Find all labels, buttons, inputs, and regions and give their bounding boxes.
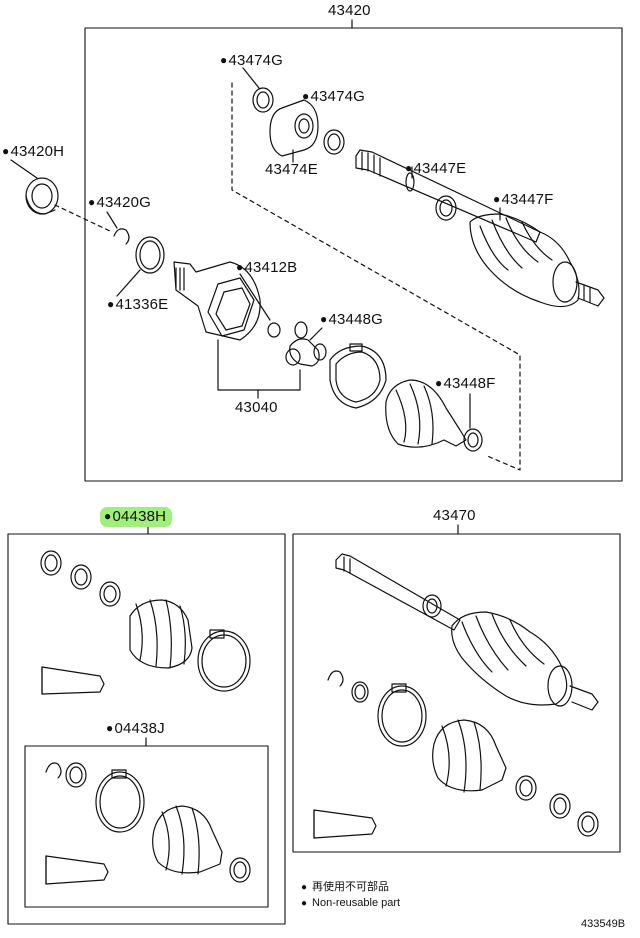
part-43470-rings — [515, 775, 599, 837]
label-41336e[interactable]: 41336E — [107, 297, 168, 313]
part-43470-clip — [327, 670, 344, 687]
kit-04438j-clip — [45, 762, 62, 779]
label-43420: 43420 — [328, 2, 371, 19]
part-43448g — [329, 343, 387, 409]
part-41336e — [135, 236, 165, 274]
label-43447f[interactable]: 43447F — [493, 192, 554, 208]
kit-04438j-ring-b — [229, 857, 251, 883]
label-43412b[interactable]: 43412B — [236, 260, 297, 276]
bullet-icon: ● — [301, 898, 308, 909]
label-43448f[interactable]: 43448F — [435, 376, 496, 392]
dashed-guides — [54, 82, 521, 471]
legend-line-1: ● 再使用不可部品 — [301, 881, 389, 894]
label-text: 04438H — [112, 508, 167, 525]
part-43412b — [267, 322, 281, 338]
part-43470-shaft — [335, 553, 461, 631]
label-43420h[interactable]: 43420H — [2, 144, 64, 160]
part-43420h — [25, 177, 59, 215]
part-43474g-ring-a — [252, 87, 274, 113]
kit-04438h-boot — [129, 599, 193, 669]
bracket-43040 — [217, 339, 301, 391]
label-04438j[interactable]: 04438J — [106, 721, 165, 737]
label-43470[interactable]: 43470 — [433, 508, 476, 524]
legend-text-en: Non-reusable part — [312, 897, 401, 909]
kit-04438j-ring — [65, 762, 87, 788]
label-text: 04438J — [114, 720, 165, 737]
kit-04438h-grease — [41, 666, 105, 695]
part-shaft-top — [355, 149, 541, 243]
label-text: 43412B — [244, 259, 298, 276]
label-text: 43448F — [443, 375, 496, 392]
label-text: 43420H — [10, 143, 65, 160]
label-04438h[interactable]: 04438H — [100, 507, 173, 527]
label-text: 43474G — [310, 88, 366, 105]
part-tripod — [285, 321, 327, 367]
box-43420 — [84, 27, 623, 482]
label-text: 43474E — [265, 161, 318, 178]
label-43420g[interactable]: 43420G — [88, 195, 151, 211]
label-43448g[interactable]: 43448G — [320, 312, 383, 328]
kit-04438h-rings — [40, 550, 121, 607]
part-43470-ring — [351, 681, 369, 703]
label-43040[interactable]: 43040 — [235, 400, 278, 416]
label-text: 43470 — [433, 507, 476, 524]
kit-04438j-grease — [45, 855, 109, 885]
part-43448f — [463, 428, 483, 452]
part-43470-clamp — [377, 683, 427, 747]
kit-04438j-boot — [152, 805, 223, 875]
kit-04438h-clamp — [197, 629, 251, 692]
part-43040-housing — [173, 261, 261, 341]
label-text: 43040 — [235, 399, 278, 416]
part-43470-grease — [313, 809, 377, 839]
figure-code: 433549B — [581, 918, 626, 930]
part-43470-inner-boot — [432, 719, 507, 793]
label-text: 43447E — [413, 160, 467, 177]
label-text: 43420G — [96, 194, 152, 211]
part-43474e — [269, 99, 319, 157]
box-43470 — [292, 533, 621, 853]
label-43474e[interactable]: 43474E — [265, 162, 318, 178]
legend-text-ja: 再使用不可部品 — [312, 881, 390, 893]
part-boot-inner-top — [385, 379, 467, 448]
bullet-icon: ● — [301, 882, 308, 893]
legend-line-2: ● Non-reusable part — [301, 897, 400, 910]
label-text: 41336E — [115, 296, 169, 313]
part-43474g-ring-b — [323, 129, 345, 155]
part-43470-outer-boot — [451, 611, 599, 711]
label-text: 43448G — [328, 311, 384, 328]
label-text: 43447F — [501, 191, 554, 208]
label-43447e[interactable]: 43447E — [405, 161, 466, 177]
part-43420g — [113, 228, 130, 245]
box-04438h — [7, 533, 286, 925]
label-text: 43474G — [228, 52, 284, 69]
label-43474g-a[interactable]: 43474G — [220, 53, 283, 69]
label-43474g-b[interactable]: 43474G — [302, 89, 365, 105]
part-43447f-boot — [469, 213, 605, 308]
kit-04438j-clamp — [95, 769, 145, 833]
